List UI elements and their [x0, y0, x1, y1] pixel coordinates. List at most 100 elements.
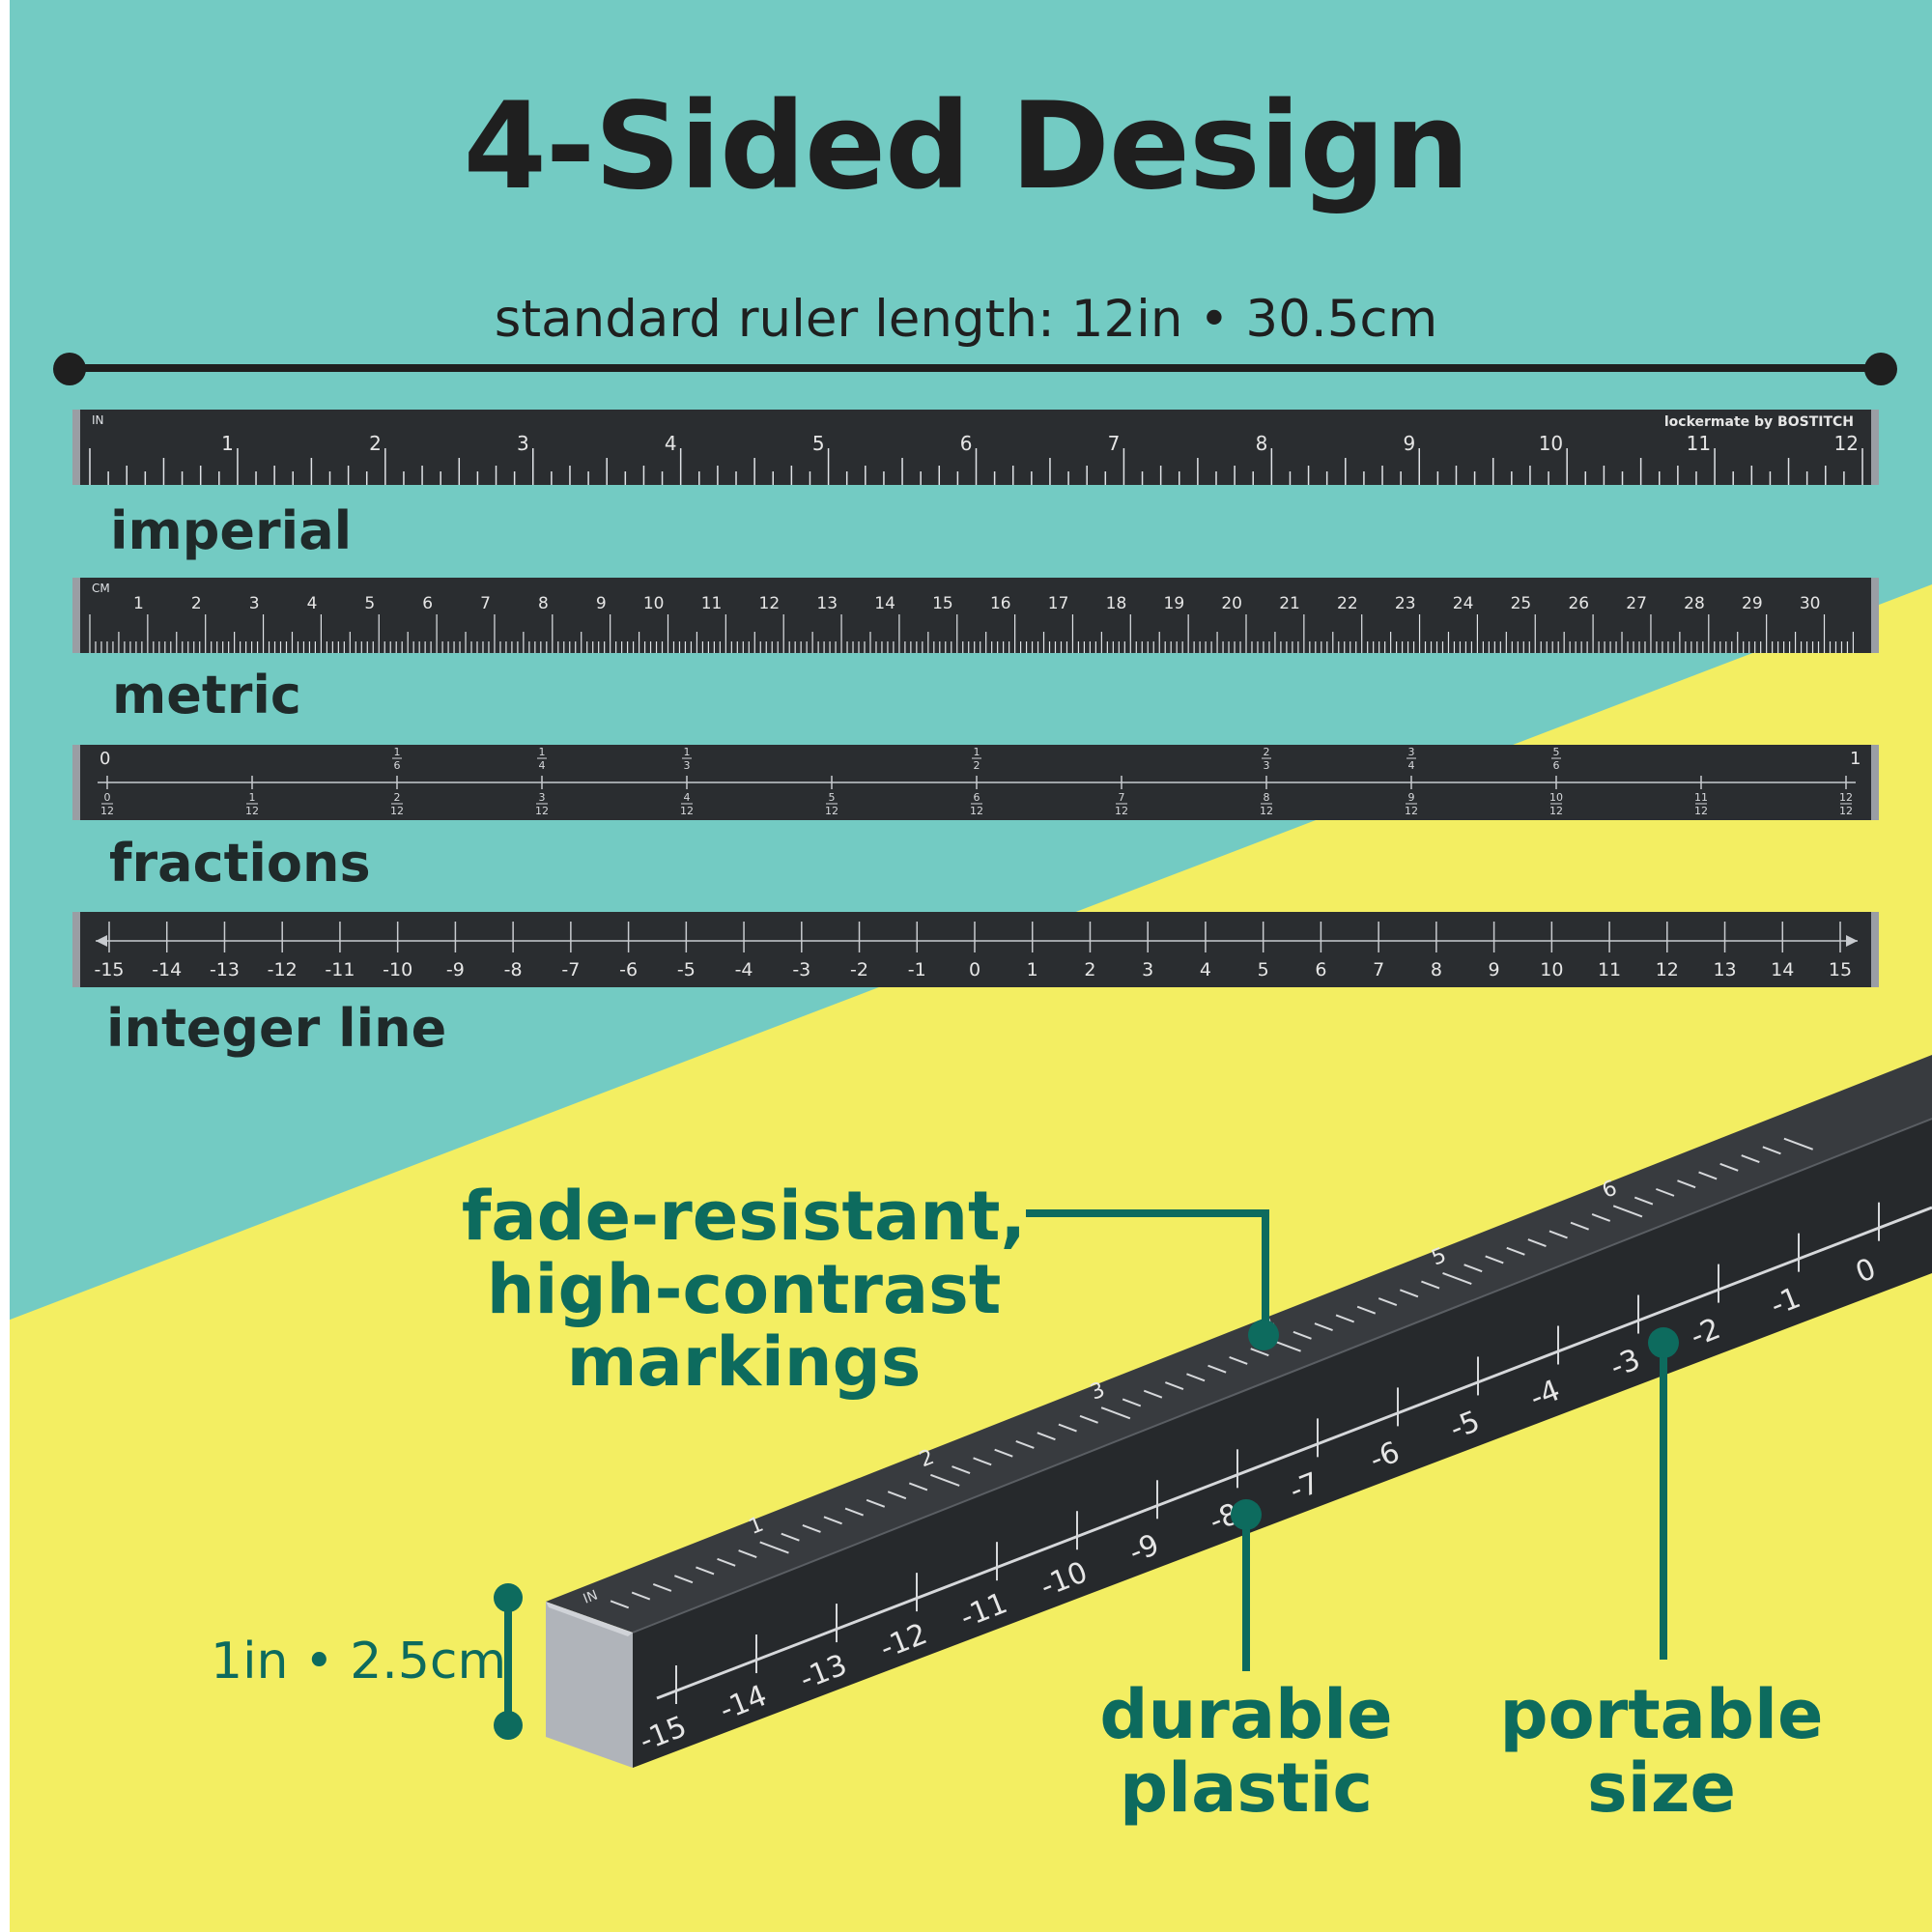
integer-number: -12: [268, 959, 298, 980]
twelfth-denominator: 12: [100, 805, 114, 817]
product-minor-tick: [1335, 1314, 1355, 1323]
cm-number: 12: [759, 594, 781, 613]
integer-number: -8: [504, 959, 523, 980]
integer-number: 4: [1200, 959, 1211, 980]
product-minor-tick: [1314, 1322, 1333, 1332]
cm-number: 21: [1279, 594, 1300, 613]
product-minor-tick: [1122, 1398, 1142, 1407]
integer-number: -13: [210, 959, 240, 980]
product-minor-tick: [1143, 1389, 1163, 1399]
product-minor-tick: [1463, 1264, 1483, 1273]
markings-line-3: markings: [566, 1322, 922, 1403]
product-minor-tick: [1229, 1355, 1248, 1365]
product-minor-tick: [781, 1532, 800, 1542]
cm-number: 22: [1337, 594, 1358, 613]
cm-number: 18: [1106, 594, 1127, 613]
fractions-label: fractions: [109, 833, 371, 894]
product-inch-tick: [759, 1541, 789, 1554]
simplified-denominator: 3: [1264, 759, 1270, 772]
product-minor-tick: [994, 1448, 1013, 1458]
inch-number: 6: [960, 432, 973, 455]
simplified-numerator: 5: [1553, 746, 1560, 758]
dimension-top-dot: [494, 1583, 523, 1612]
integer-number: -6: [619, 959, 638, 980]
left-arrow-icon: [96, 935, 107, 947]
product-minor-tick: [1656, 1187, 1675, 1197]
length-line-right-dot: [1864, 353, 1897, 385]
fraction-start-label: 0: [99, 749, 110, 769]
ruler-length-text: standard ruler length: 12in • 30.5cm: [494, 290, 1438, 349]
product-minor-tick: [738, 1549, 757, 1559]
integer-number: 5: [1258, 959, 1269, 980]
integer-number: -11: [325, 959, 355, 980]
twelfth-numerator: 9: [1408, 791, 1415, 804]
twelfth-denominator: 12: [970, 805, 983, 817]
cm-number: 20: [1221, 594, 1242, 613]
simplified-denominator: 6: [1553, 759, 1560, 772]
cm-number: 24: [1453, 594, 1474, 613]
simplified-numerator: 1: [539, 746, 546, 758]
product-minor-tick: [844, 1507, 865, 1517]
integer-number: 1: [1027, 959, 1038, 980]
product-minor-tick: [1037, 1432, 1056, 1441]
inch-number: 3: [517, 432, 529, 455]
simplified-denominator: 4: [1408, 759, 1415, 772]
product-minor-tick: [1015, 1440, 1035, 1449]
page-title: 4-Sided Design: [463, 77, 1470, 216]
twelfth-denominator: 12: [1549, 805, 1563, 817]
markings-line-2: high-contrast: [486, 1249, 1002, 1329]
product-inch-tick: [1442, 1271, 1472, 1286]
simplified-denominator: 4: [539, 759, 546, 772]
integer-number: 14: [1771, 959, 1794, 980]
integer-number: 8: [1431, 959, 1442, 980]
twelfth-numerator: 0: [104, 791, 111, 804]
portable-callout: portable size: [1488, 1675, 1835, 1825]
product-minor-tick: [1506, 1246, 1525, 1256]
inch-number: 2: [369, 432, 382, 455]
twelfth-numerator: 5: [829, 791, 836, 804]
inch-number: 7: [1108, 432, 1121, 455]
product-minor-tick: [1719, 1162, 1739, 1172]
cm-number: 15: [932, 594, 953, 613]
twelfth-numerator: 6: [974, 791, 980, 804]
product-minor-tick: [652, 1582, 672, 1592]
twelfth-denominator: 12: [390, 805, 404, 817]
integer-number: 6: [1315, 959, 1326, 980]
product-minor-tick: [1421, 1280, 1440, 1290]
simplified-numerator: 1: [394, 746, 401, 758]
portable-line-1: portable: [1499, 1675, 1824, 1754]
product-minor-tick: [1058, 1423, 1077, 1433]
integer-number: -1: [908, 959, 926, 980]
integer-number: 11: [1598, 959, 1621, 980]
twelfth-denominator: 12: [1405, 805, 1418, 817]
product-minor-tick: [1591, 1213, 1611, 1222]
cm-number: 25: [1511, 594, 1532, 613]
cm-number: 28: [1684, 594, 1705, 613]
metric-unit-label: CM: [92, 582, 110, 595]
cm-number: 27: [1626, 594, 1647, 613]
cm-number: 7: [480, 594, 491, 613]
twelfth-denominator: 12: [1260, 805, 1273, 817]
cm-number: 1: [133, 594, 144, 613]
product-minor-tick: [1079, 1414, 1098, 1424]
integer-number: -4: [735, 959, 753, 980]
cm-number: 23: [1395, 594, 1416, 613]
cm-number: 4: [307, 594, 318, 613]
durable-connector-dot: [1231, 1499, 1262, 1530]
product-minor-tick: [908, 1482, 928, 1492]
simplified-numerator: 2: [1264, 746, 1270, 758]
markings-line-1: fade-resistant,: [461, 1177, 1027, 1256]
twelfth-denominator: 12: [1115, 805, 1128, 817]
simplified-numerator: 1: [974, 746, 980, 758]
product-minor-tick: [1356, 1305, 1377, 1315]
cm-number: 5: [364, 594, 375, 613]
product-minor-tick: [1485, 1255, 1504, 1264]
product-minor-tick: [717, 1557, 736, 1567]
product-minor-tick: [802, 1524, 821, 1533]
twelfth-numerator: 8: [1264, 791, 1270, 804]
twelfth-numerator: 7: [1119, 791, 1125, 804]
twelfth-numerator: 3: [539, 791, 546, 804]
